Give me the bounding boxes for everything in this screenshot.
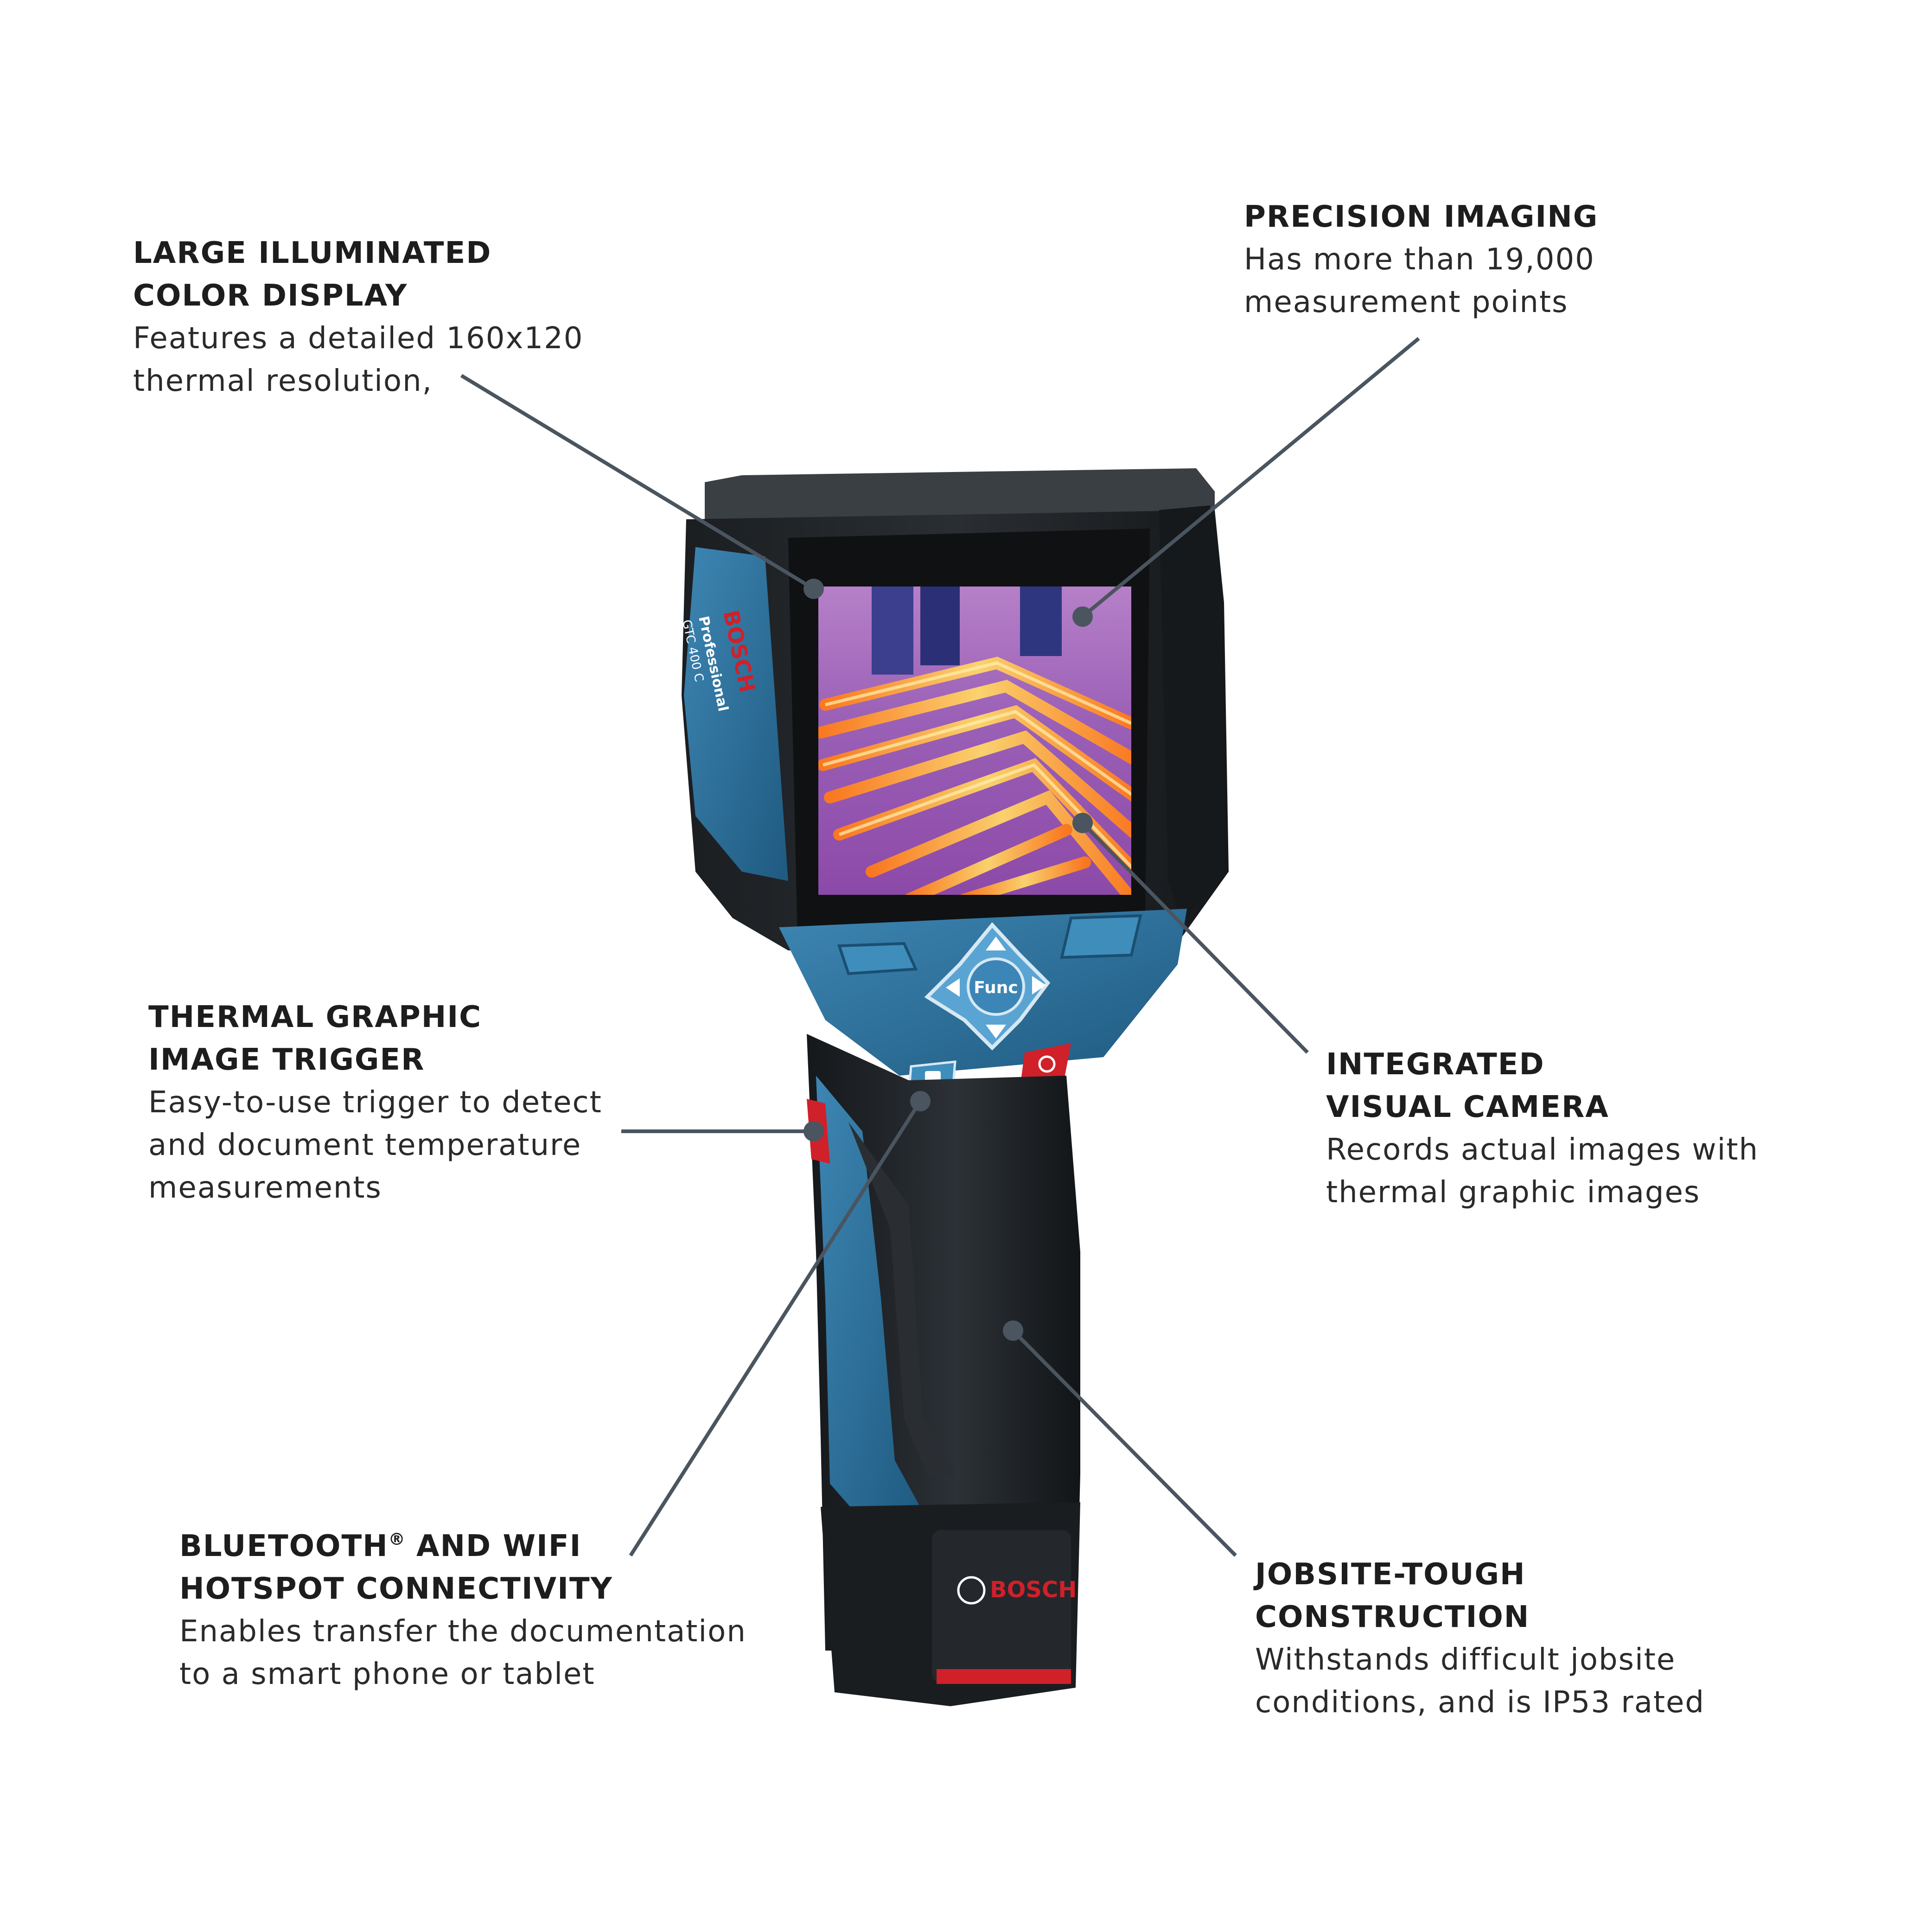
title-line: JOBSITE-TOUGH [1255, 1557, 1526, 1592]
callout-title: PRECISION IMAGING [1244, 196, 1598, 238]
callout-title: LARGE ILLUMINATED COLOR DISPLAY [133, 232, 584, 317]
title-line: BLUETOOTH® AND WIFI [179, 1518, 746, 1568]
arrow-right-icon [1032, 976, 1046, 995]
side-panel [684, 547, 788, 881]
callout-description: Easy-to-use trigger to detect and docume… [148, 1081, 602, 1209]
leader-dot-camera [1072, 813, 1093, 833]
callout-image-trigger: THERMAL GRAPHIC IMAGE TRIGGER Easy-to-us… [148, 996, 602, 1209]
arrow-down-icon [986, 1025, 1006, 1039]
desc-line: thermal graphic images [1326, 1175, 1701, 1210]
callout-title: JOBSITE-TOUGH CONSTRUCTION [1255, 1553, 1705, 1639]
leader-display [460, 374, 815, 591]
title-line: IMAGE TRIGGER [148, 1043, 425, 1077]
desc-line: thermal resolution, [133, 364, 433, 398]
grip-blue-accent [816, 1076, 923, 1521]
title-line: PRECISION IMAGING [1244, 200, 1599, 234]
callout-description: Withstands difficult jobsite conditions,… [1255, 1639, 1705, 1724]
callout-visual-camera: INTEGRATED VISUAL CAMERA Records actual … [1326, 1043, 1759, 1214]
callout-connectivity: BLUETOOTH® AND WIFI HOTSPOT CONNECTIVITY… [179, 1518, 746, 1696]
leader-dot-construction [1003, 1320, 1023, 1341]
leader-lines [460, 337, 1420, 1557]
leader-dot-imaging [1072, 606, 1093, 627]
leader-imaging [1081, 337, 1420, 618]
callout-description: Features a detailed 160x120 thermal reso… [133, 317, 584, 402]
camera-icon [925, 1071, 941, 1082]
title-line: VISUAL CAMERA [1326, 1090, 1609, 1124]
power-icon [1038, 1055, 1056, 1073]
title-prefix: BLUETOOTH [179, 1529, 389, 1563]
right-softkey[interactable] [1060, 914, 1142, 959]
desc-line: Has more than 19,000 [1244, 242, 1595, 277]
desc-line: Easy-to-use trigger to detect [148, 1085, 602, 1120]
leader-construction [1012, 1329, 1237, 1557]
leader-dot-display [803, 579, 824, 599]
func-button[interactable] [967, 957, 1025, 1016]
desc-line: Withstands difficult jobsite [1255, 1643, 1676, 1677]
battery-red-band [937, 1669, 1071, 1684]
registered-mark: ® [388, 1530, 405, 1549]
title-suffix: AND WIFI [405, 1529, 582, 1563]
callout-description: Records actual images with thermal graph… [1326, 1129, 1759, 1214]
brand-logo-icon [957, 1576, 986, 1605]
leader-connectivity [629, 1100, 922, 1557]
leader-camera [1081, 822, 1309, 1054]
callout-description: Enables transfer the documentation to a … [179, 1610, 746, 1696]
callout-title: INTEGRATED VISUAL CAMERA [1326, 1043, 1759, 1129]
callout-color-display: LARGE ILLUMINATED COLOR DISPLAY Features… [133, 232, 584, 402]
arrow-up-icon [986, 937, 1006, 950]
title-line: INTEGRATED [1326, 1047, 1545, 1082]
desc-line: conditions, and is IP53 rated [1255, 1685, 1705, 1720]
leader-dot-trigger [803, 1121, 824, 1141]
device-grip [807, 1034, 1080, 1651]
desc-line: Features a detailed 160x120 [133, 321, 584, 356]
desc-line: and document temperature [148, 1128, 582, 1162]
thermal-display [818, 587, 1131, 895]
left-softkey[interactable] [837, 942, 918, 976]
control-panel: Func [779, 909, 1187, 1096]
callout-precision-imaging: PRECISION IMAGING Has more than 19,000 m… [1244, 196, 1598, 324]
title-line: COLOR DISPLAY [133, 279, 408, 313]
arrow-left-icon [946, 978, 960, 997]
desc-line: measurement points [1244, 285, 1569, 319]
desc-line: Enables transfer the documentation [179, 1614, 746, 1649]
desc-line: to a smart phone or tablet [179, 1657, 595, 1691]
desc-line: measurements [148, 1171, 382, 1205]
callout-title: THERMAL GRAPHIC IMAGE TRIGGER [148, 996, 602, 1081]
title-line: HOTSPOT CONNECTIVITY [179, 1572, 613, 1606]
leader-dots [803, 579, 1093, 1341]
title-line: CONSTRUCTION [1255, 1600, 1530, 1634]
callout-description: Has more than 19,000 measurement points [1244, 238, 1598, 324]
func-label: Func [974, 978, 1018, 997]
title-line: THERMAL GRAPHIC [148, 1000, 482, 1034]
leader-dot-connectivity [910, 1091, 931, 1111]
title-line: LARGE ILLUMINATED [133, 236, 492, 270]
callout-title: BLUETOOTH® AND WIFI HOTSPOT CONNECTIVITY [179, 1518, 746, 1610]
desc-line: Records actual images with [1326, 1133, 1759, 1167]
battery-brand-label: BOSCH [990, 1577, 1077, 1603]
battery-pack: BOSCH [821, 1502, 1080, 1706]
callout-construction: JOBSITE-TOUGH CONSTRUCTION Withstands di… [1255, 1553, 1705, 1724]
